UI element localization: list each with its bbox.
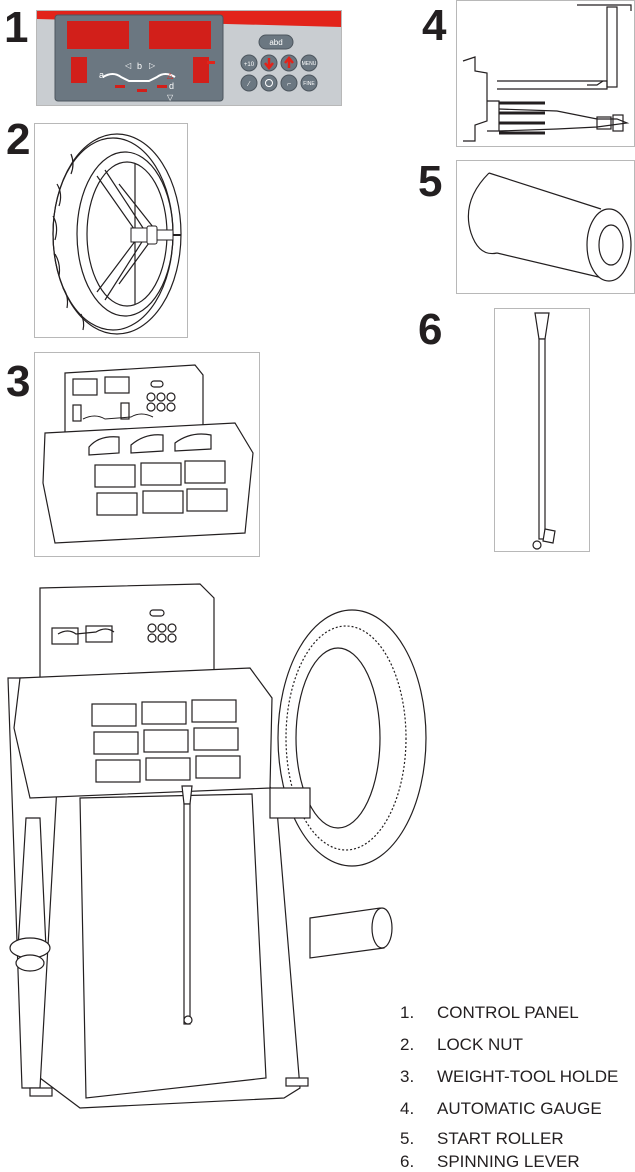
rim-profile-icon <box>102 73 176 82</box>
figure-number-3: 3 <box>6 357 31 406</box>
wheel-balancer-machine <box>7 583 427 1109</box>
svg-text:+10: +10 <box>244 62 255 68</box>
abd-button[interactable] <box>258 34 294 50</box>
svg-text:◁: ◁ <box>125 61 132 70</box>
wheel-lock-nut-drawing <box>52 133 182 335</box>
lock-nut <box>130 225 181 245</box>
control-panel-drawing: a b d ◁ ▷ △ ▽ abd +10 MENU ⁄ ⌐ FINE <box>37 11 341 105</box>
start-roller-drawing <box>467 172 632 282</box>
svg-text:FINE: FINE <box>303 81 315 87</box>
split-button[interactable] <box>240 74 258 92</box>
control-panel-figure: a b d ◁ ▷ △ ▽ abd +10 MENU ⁄ ⌐ FINE <box>36 10 342 106</box>
figure-number-6: 6 <box>418 305 443 354</box>
right-display <box>149 21 211 49</box>
label-b: b <box>137 61 142 71</box>
left-display <box>67 21 129 49</box>
plus10-button[interactable] <box>240 54 258 72</box>
figure-number-1: 1 <box>4 3 29 52</box>
fine-button[interactable] <box>300 74 318 92</box>
left-indicator <box>71 57 87 83</box>
weight-tool-holder-figure <box>34 352 260 557</box>
position-button[interactable] <box>280 74 298 92</box>
spinning-lever-drawing <box>532 312 556 550</box>
right-indicator <box>193 57 209 83</box>
svg-text:MENU: MENU <box>302 61 317 67</box>
svg-text:▽: ▽ <box>167 93 174 102</box>
figure-number-5: 5 <box>418 157 443 206</box>
figure-number-2: 2 <box>6 115 31 164</box>
console <box>39 583 215 693</box>
svg-text:△: △ <box>167 71 174 80</box>
svg-text:⌐: ⌐ <box>287 81 291 88</box>
automatic-gauge-drawing <box>462 4 632 142</box>
svg-text:⁄: ⁄ <box>246 81 251 88</box>
down-arrow-icon <box>264 58 274 71</box>
figure-number-4: 4 <box>422 1 447 50</box>
label-d: d <box>169 81 174 91</box>
spinning-lever-figure <box>494 308 590 552</box>
up-arrow-icon <box>284 55 294 68</box>
automatic-gauge-figure <box>456 0 635 147</box>
wheel-button[interactable] <box>260 74 278 92</box>
weight-tray-drawing <box>42 364 254 544</box>
start-roller-figure <box>456 160 635 294</box>
svg-text:▷: ▷ <box>149 61 156 70</box>
wheel-icon <box>265 79 273 87</box>
lock-nut-figure <box>34 123 188 338</box>
label-a: a <box>99 70 104 80</box>
menu-button[interactable] <box>300 54 318 72</box>
svg-text:abd: abd <box>269 38 282 47</box>
